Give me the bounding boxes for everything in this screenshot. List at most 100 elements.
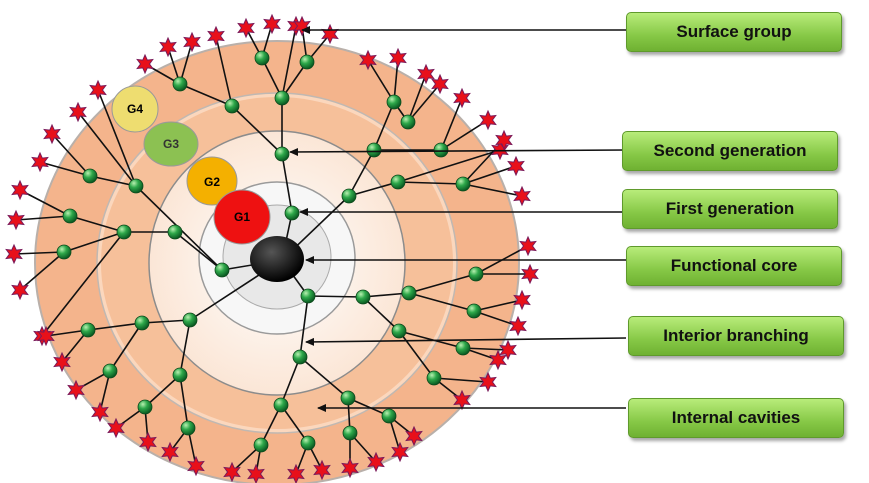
g2-circle (186, 156, 238, 206)
callout-arrows (289, 26, 627, 412)
branch-node (466, 303, 482, 319)
surface-group-star (187, 455, 205, 477)
surface-group-star (91, 401, 109, 423)
label-interior-branching: Interior branching (628, 316, 844, 356)
branch-node (391, 323, 407, 339)
surface-group-star (237, 17, 255, 39)
branch-line (179, 83, 233, 107)
surface-group-star (341, 457, 359, 479)
branch-node (426, 370, 442, 386)
branch-node (300, 288, 316, 304)
branch-line (398, 330, 435, 379)
branch-line (179, 374, 189, 429)
branch-node (299, 54, 315, 70)
branch-node (128, 178, 144, 194)
surface-group-star (139, 431, 157, 453)
surface-link (462, 347, 509, 351)
surface-link (281, 25, 297, 99)
surface-link (473, 299, 523, 312)
branch-node (62, 208, 78, 224)
branch-node (167, 224, 183, 240)
surface-group-star (37, 325, 55, 347)
surface-group-star (367, 451, 385, 473)
surface-link (15, 215, 71, 221)
g2-label: G2 (204, 175, 220, 189)
branch-node (134, 315, 150, 331)
branch-line (281, 153, 293, 214)
branch-node (274, 90, 290, 106)
surface-link (51, 133, 91, 177)
surface-group-star (89, 79, 107, 101)
branch-node (381, 408, 397, 424)
branch-node (355, 289, 371, 305)
surface-group-star (287, 463, 305, 483)
branch-line (408, 273, 477, 294)
branch-node (341, 188, 357, 204)
surface-link (462, 183, 523, 197)
branch-line (362, 296, 400, 332)
branch-node (390, 174, 406, 190)
branch-node (102, 363, 118, 379)
branch-node (468, 266, 484, 282)
branch-line (348, 149, 375, 197)
branch-node (180, 420, 196, 436)
branch-line (174, 231, 223, 271)
surface-group-star (453, 389, 471, 411)
branch-line (63, 231, 125, 253)
branch-node (386, 94, 402, 110)
branch-line (280, 404, 309, 444)
surface-group-star (223, 461, 241, 483)
surface-group-star (405, 425, 423, 447)
surface-group-star (479, 109, 497, 131)
surface-group-star (391, 441, 409, 463)
branch-line (69, 215, 125, 233)
surface-group-star (11, 279, 29, 301)
surface-link (367, 59, 395, 103)
g3-circle (143, 121, 199, 167)
surface-group-star (159, 36, 177, 58)
surface-group-star (263, 13, 281, 35)
surface-group-star (43, 123, 61, 145)
surface-group-star (513, 289, 531, 311)
branch-node (292, 349, 308, 365)
branch-node (455, 340, 471, 356)
branch-node (182, 312, 198, 328)
surface-group-star (359, 49, 377, 71)
label-second-generation: Second generation (622, 131, 838, 171)
label-first-generation: First generation (622, 189, 838, 229)
branch-line (87, 322, 143, 331)
surface-link (39, 161, 91, 177)
surface-group-star (7, 209, 25, 231)
branch-line (348, 181, 399, 197)
branch-node (172, 76, 188, 92)
branch-line (299, 295, 309, 358)
branch-line (261, 57, 283, 99)
surface-group-star (69, 101, 87, 123)
surface-link (462, 165, 517, 185)
surface-group-star (499, 339, 517, 361)
surface-link (13, 251, 65, 255)
surface-link (19, 251, 65, 291)
branch-node (273, 397, 289, 413)
branch-line (347, 397, 390, 417)
surface-group-star (417, 63, 435, 85)
branch-line (307, 295, 364, 298)
branch-node (401, 285, 417, 301)
surface-link (473, 310, 519, 327)
branch-line (144, 374, 181, 408)
surface-group-star (247, 463, 265, 483)
branch-node (342, 425, 358, 441)
branch-line (397, 181, 464, 185)
surface-group-star (5, 243, 23, 265)
surface-group-star (389, 47, 407, 69)
g1-label: G1 (234, 210, 250, 224)
branch-line (398, 330, 464, 349)
branch-node (284, 205, 300, 221)
branch-node (80, 322, 96, 338)
surface-group-star (31, 151, 49, 173)
surface-link (433, 377, 489, 383)
surface-link (397, 149, 501, 183)
branch-node (137, 399, 153, 415)
branch-node (253, 437, 269, 453)
